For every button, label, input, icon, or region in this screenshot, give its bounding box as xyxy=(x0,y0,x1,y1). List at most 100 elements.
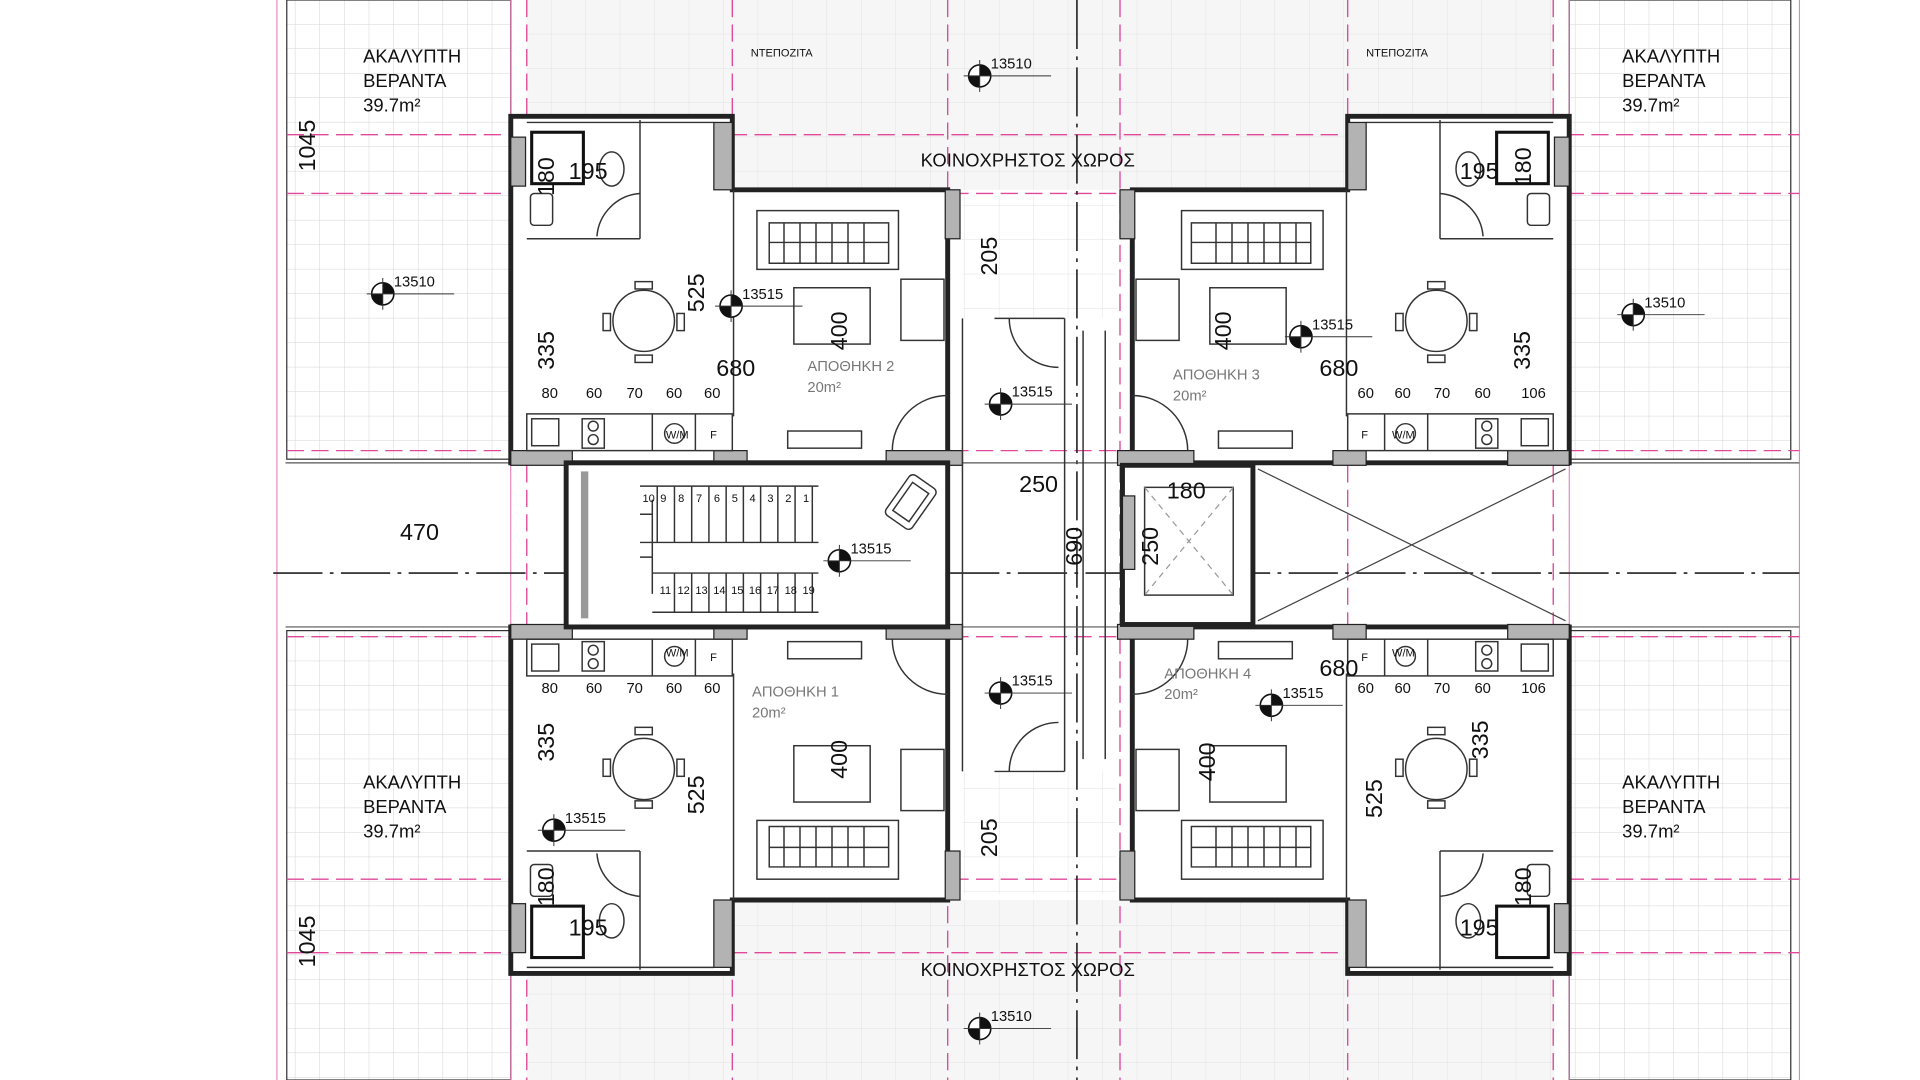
storage-label: ΑΠΟΘΗΚΗ 2 xyxy=(807,359,894,375)
level-marker-icon: 13510 xyxy=(963,57,1052,92)
dimension: 180 xyxy=(533,157,559,196)
dimension: 195 xyxy=(569,915,608,941)
level-marker-icon: 13515 xyxy=(537,811,626,847)
level-value: 13515 xyxy=(565,811,606,827)
kitchen-dimension: 60 xyxy=(704,681,720,697)
kitchen-dimension: 80 xyxy=(542,681,558,697)
fridge-label: F xyxy=(710,652,717,664)
level-marker-icon: 13510 xyxy=(963,1009,1052,1045)
level-value: 13515 xyxy=(1282,686,1323,702)
stair-step-number: 3 xyxy=(767,493,773,505)
veranda-label: ΒΕΡΑΝΤΑ xyxy=(1622,70,1706,91)
kitchen-dimension: 70 xyxy=(1434,386,1450,402)
storage-area: 20m² xyxy=(807,380,841,396)
veranda-label: ΒΕΡΑΝΤΑ xyxy=(363,70,447,91)
dimension: 400 xyxy=(826,311,852,350)
level-marker-icon: 13515 xyxy=(1255,686,1343,722)
storage-label: ΑΠΟΘΗΚΗ 4 xyxy=(1164,666,1251,682)
dimension: 400 xyxy=(1210,311,1236,350)
dimension: 680 xyxy=(1319,355,1358,381)
kitchen-dimension: 60 xyxy=(666,681,682,697)
dimension: 180 xyxy=(533,867,559,906)
dimension: 470 xyxy=(400,519,439,545)
common-area-label: ΚΟΙΝΟΧΡΗΣΤΟΣ ΧΩΡΟΣ xyxy=(921,150,1135,171)
level-marker-icon: 13510 xyxy=(366,275,455,310)
lift-shaft xyxy=(1120,462,1256,627)
kitchen-dimension: 106 xyxy=(1521,681,1546,697)
veranda-label: ΑΚΑΛΥΠΤΗ xyxy=(1622,45,1720,66)
light-well-void xyxy=(1257,468,1566,622)
level-markers: 13510 13510 13510 13510 13515 13515 1351… xyxy=(366,57,1705,1045)
level-marker-icon: 13515 xyxy=(984,385,1072,420)
dimension: 400 xyxy=(1194,742,1220,781)
fridge-label: F xyxy=(1361,652,1368,664)
storage-area: 20m² xyxy=(1164,687,1198,703)
kitchen-dimension: 60 xyxy=(704,386,720,402)
common-area-label: ΚΟΙΝΟΧΡΗΣΤΟΣ ΧΩΡΟΣ xyxy=(921,959,1135,980)
kitchen-dimension: 60 xyxy=(1358,386,1374,402)
stair-step-number: 6 xyxy=(714,493,720,505)
kitchen-dimension: 60 xyxy=(1394,386,1410,402)
stair-step-number: 5 xyxy=(732,493,738,505)
staircase xyxy=(563,460,951,630)
storage-area: 20m² xyxy=(1173,388,1207,404)
dimension: 250 xyxy=(1137,527,1163,566)
stair-step-number: 8 xyxy=(678,493,684,505)
veranda-label: ΒΕΡΑΝΤΑ xyxy=(1622,796,1706,817)
dimension: 1045 xyxy=(294,120,320,172)
stair-step-number: 12 xyxy=(678,585,690,597)
dimension: 195 xyxy=(1460,158,1499,184)
veranda-label: ΑΚΑΛΥΠΤΗ xyxy=(363,772,461,793)
dimension: 335 xyxy=(1509,331,1535,370)
plan-annotations: ΑΚΑΛΥΠΤΗ ΒΕΡΑΝΤΑ 39.7m² ΑΚΑΛΥΠΤΗ ΒΕΡΑΝΤΑ 39.7… xyxy=(294,45,1720,979)
level-marker-icon: 13515 xyxy=(984,674,1072,709)
kitchen-dimension: 70 xyxy=(626,681,642,697)
level-value: 13515 xyxy=(742,287,783,303)
level-marker-icon: 13515 xyxy=(715,287,803,323)
veranda-area: 39.7m² xyxy=(363,821,420,842)
kitchen-dimension: 70 xyxy=(1434,681,1450,697)
stair-step-number: 9 xyxy=(660,493,666,505)
dimension: 335 xyxy=(533,331,559,370)
stair-step-number: 15 xyxy=(731,585,743,597)
stair-step-number: 7 xyxy=(696,493,702,505)
dimension: 205 xyxy=(976,237,1002,276)
dimension: 1045 xyxy=(294,916,320,968)
stair-step-number: 13 xyxy=(695,585,707,597)
level-value: 13510 xyxy=(991,57,1032,73)
stair-step-number: 4 xyxy=(750,493,756,505)
dimension: 335 xyxy=(1467,720,1493,759)
wheelchair-icon xyxy=(884,474,937,531)
fridge-label: F xyxy=(710,429,717,441)
kitchen-dimension: 60 xyxy=(1394,681,1410,697)
stair-step-number: 19 xyxy=(802,585,814,597)
kitchen-dimension: 60 xyxy=(586,386,602,402)
storage-label: ΑΠΟΘΗΚΗ 1 xyxy=(752,685,839,701)
level-value: 13515 xyxy=(1012,385,1053,401)
level-marker-icon: 13510 xyxy=(1617,295,1705,331)
veranda-label: ΒΕΡΑΝΤΑ xyxy=(363,796,447,817)
level-marker-icon: 13515 xyxy=(823,542,911,577)
dimension: 525 xyxy=(683,775,709,814)
dimension: 195 xyxy=(569,158,608,184)
stair-step-number: 17 xyxy=(767,585,779,597)
dimension: 180 xyxy=(1510,867,1536,906)
stair-step-number: 14 xyxy=(713,585,725,597)
veranda-label: ΑΚΑΛΥΠΤΗ xyxy=(363,45,461,66)
dimension: 335 xyxy=(533,723,559,762)
washer-label: W/M xyxy=(1392,429,1415,441)
level-marker-icon: 13515 xyxy=(1284,317,1373,353)
level-value: 13510 xyxy=(394,275,435,291)
dimension: 180 xyxy=(1167,477,1206,503)
kitchen-dimension: 60 xyxy=(586,681,602,697)
stair-step-number: 18 xyxy=(785,585,797,597)
dimension: 525 xyxy=(1361,779,1387,818)
level-value: 13510 xyxy=(1644,295,1685,311)
dimension: 180 xyxy=(1510,147,1536,186)
veranda-area: 39.7m² xyxy=(1622,94,1679,115)
tank-label: ΝΤΕΠΟΖΙΤΑ xyxy=(751,47,813,59)
tank-label: ΝΤΕΠΟΖΙΤΑ xyxy=(1366,47,1428,59)
dimension: 525 xyxy=(683,273,709,312)
washer-label: W/M xyxy=(666,429,689,441)
